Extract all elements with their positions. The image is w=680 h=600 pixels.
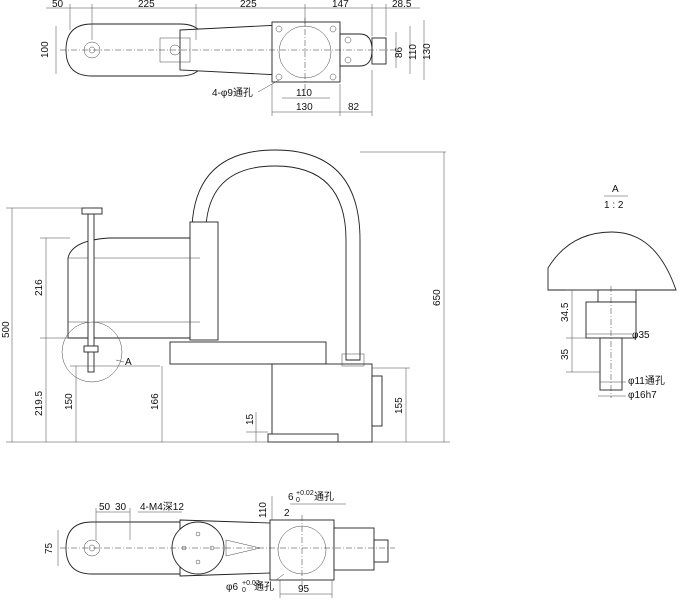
bot-hole-prefix-bot: φ6 (226, 582, 238, 593)
bot-hole-tol-up-top: +0.02 (296, 490, 314, 497)
side-dim-15: 15 (245, 413, 256, 425)
top-hole-note: 4-φ9通孔 (212, 87, 253, 99)
detail-callout-d11: φ11通孔 (628, 375, 665, 387)
top-dim-28-5: 28.5 (392, 0, 412, 10)
bot-hole-main-top: 6 (288, 492, 294, 503)
bottom-view: 50 30 4-M4深12 110 2 6 +0.02 0 通孔 75 φ6 +… (44, 490, 395, 598)
bot-dim-50: 50 (99, 502, 111, 513)
top-dim-130: 130 (422, 43, 433, 60)
side-view: A 216 500 219.5 150 166 15 155 650 (1, 149, 450, 443)
top-view: 50 225 225 147 28.5 100 86 110 130 4-φ9通… (40, 0, 433, 116)
side-dim-155: 155 (394, 397, 405, 414)
top-dim-110: 110 (408, 44, 419, 60)
bot-thread-note: 4-M4深12 (140, 501, 184, 513)
side-dim-650: 650 (432, 289, 443, 306)
top-dim-bot-110: 110 (296, 88, 312, 99)
side-dim-216: 216 (34, 279, 45, 296)
top-dim-86: 86 (394, 46, 405, 58)
bot-hole-tol-low-bot: 0 (242, 587, 246, 594)
bot-hole-tol-up-bot: +0.02 (242, 580, 260, 587)
detail-callout-d16h7: φ16h7 (628, 390, 657, 401)
side-dim-150: 150 (64, 393, 75, 410)
top-dim-225-a: 225 (138, 0, 155, 10)
bot-hole-suffix-top: 通孔 (314, 491, 334, 503)
detail-callout-d35: φ35 (632, 330, 650, 341)
bot-dim-2: 2 (284, 508, 290, 519)
side-dim-219-5: 219.5 (34, 391, 45, 416)
side-detail-mark: A (125, 357, 132, 368)
detail-dim-34-5: 34.5 (560, 302, 571, 322)
top-dim-bot-130: 130 (296, 102, 313, 113)
top-dim-147: 147 (332, 0, 349, 10)
detail-view: A 1 : 2 34.5 35 φ35 φ11通孔 φ16h7 (547, 184, 677, 401)
top-dim-bot-82: 82 (348, 102, 360, 113)
top-dim-100: 100 (40, 41, 51, 58)
bot-dim-30: 30 (115, 502, 127, 513)
bot-hole-tol-low-top: 0 (296, 497, 300, 504)
bot-dim-95: 95 (298, 584, 310, 595)
detail-title: A (612, 184, 619, 195)
bot-dim-110: 110 (258, 502, 269, 518)
bot-dim-75: 75 (44, 542, 55, 554)
top-dim-50: 50 (52, 0, 64, 10)
side-dim-500: 500 (1, 321, 12, 338)
side-dim-166: 166 (150, 393, 161, 410)
detail-dim-35: 35 (560, 348, 571, 360)
detail-scale: 1 : 2 (604, 200, 624, 211)
bot-hole-suffix-bot: 通孔 (254, 581, 274, 593)
top-dim-225-b: 225 (240, 0, 257, 10)
